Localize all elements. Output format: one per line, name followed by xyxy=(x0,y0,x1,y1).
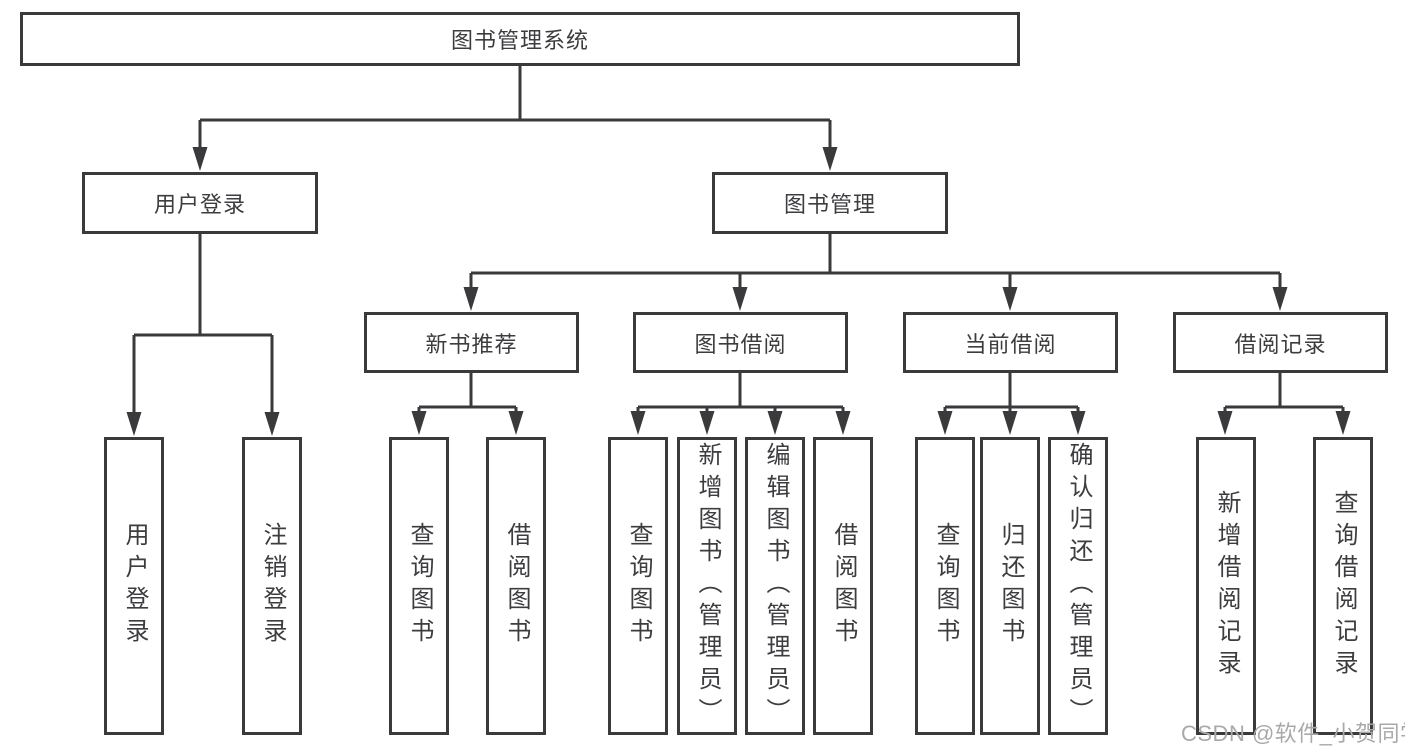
node-borrow-books-recommend: 借阅图书 xyxy=(486,437,546,735)
node-query-books-borrowing: 查询图书 xyxy=(608,437,668,735)
connector-root-to-level2 xyxy=(198,66,832,148)
watermark-text: CSDN @软件_小贺同学 xyxy=(1181,721,1405,746)
arrowhead-icon xyxy=(767,411,783,435)
node-borrowing-records: 借阅记录 xyxy=(1173,312,1388,373)
connector-user-login-to-children xyxy=(132,234,274,413)
node-current-borrowing: 当前借阅 xyxy=(903,312,1118,373)
node-edit-book-admin: 编辑图书（管理员） xyxy=(745,437,805,735)
connector-book-management-to-children xyxy=(469,234,1282,289)
node-new-book-recommend: 新书推荐 xyxy=(364,312,579,373)
arrowhead-icon xyxy=(264,412,280,436)
node-book-management: 图书管理 xyxy=(712,172,948,234)
connector-borrowing-records-to-children xyxy=(1223,373,1345,412)
arrowhead-icon xyxy=(1217,411,1233,435)
node-borrow-books-borrowing: 借阅图书 xyxy=(813,437,873,735)
arrowhead-icon xyxy=(732,287,748,311)
arrowhead-icon xyxy=(835,411,851,435)
arrowhead-icon xyxy=(1335,411,1351,435)
node-book-borrowing: 图书借阅 xyxy=(633,312,848,373)
arrowhead-icon xyxy=(508,411,524,435)
node-add-borrow-record: 新增借阅记录 xyxy=(1196,437,1256,735)
node-user-login: 用户登录 xyxy=(82,172,318,234)
arrowhead-icon xyxy=(463,287,479,311)
node-query-books-current: 查询图书 xyxy=(915,437,975,735)
node-confirm-return-admin: 确认归还（管理员） xyxy=(1048,437,1108,735)
arrowhead-icon xyxy=(192,147,208,171)
arrowhead-icon xyxy=(126,412,142,436)
node-query-books-recommend: 查询图书 xyxy=(389,437,449,735)
arrowhead-icon xyxy=(937,411,953,435)
arrowhead-icon xyxy=(1002,287,1018,311)
node-user-login-action: 用户登录 xyxy=(104,437,164,735)
arrowhead-icon xyxy=(822,147,838,171)
node-logout-action: 注销登录 xyxy=(242,437,302,735)
arrowhead-icon xyxy=(411,411,427,435)
arrowhead-icon xyxy=(630,411,646,435)
node-query-borrow-record: 查询借阅记录 xyxy=(1313,437,1373,735)
connector-current-borrowing-to-children xyxy=(943,373,1080,412)
arrowhead-icon xyxy=(1002,411,1018,435)
connector-new-book-recommend-to-children xyxy=(417,373,518,412)
connector-book-borrowing-to-children xyxy=(636,373,845,412)
arrowhead-icon xyxy=(699,411,715,435)
node-add-book-admin: 新增图书（管理员） xyxy=(677,437,737,735)
arrowhead-icon xyxy=(1272,287,1288,311)
node-return-books: 归还图书 xyxy=(980,437,1040,735)
arrowhead-icon xyxy=(1070,411,1086,435)
node-root: 图书管理系统 xyxy=(20,12,1020,66)
